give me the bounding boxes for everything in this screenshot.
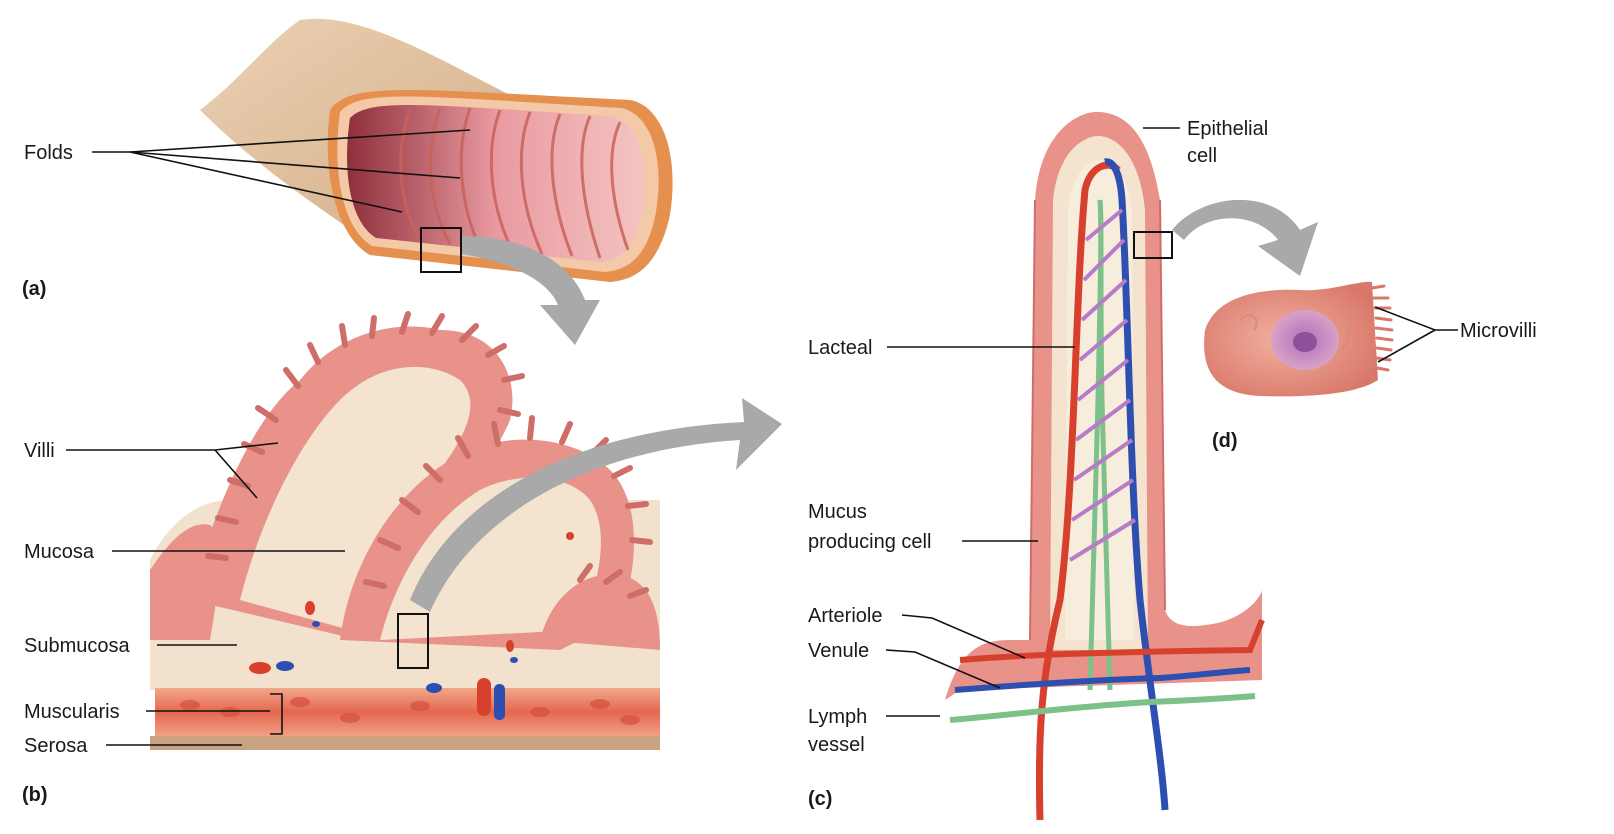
label-mucosa: Mucosa <box>24 541 95 563</box>
leader-lines <box>66 127 1458 746</box>
curved-arrow-icon <box>462 235 600 345</box>
panel-label-b: (b) <box>22 784 48 806</box>
diagram-labels: Folds (a) Villi Mucosa Submucosa Muscula… <box>22 118 1537 810</box>
label-muscularis: Muscularis <box>24 701 120 723</box>
label-lymph-line1: Lymph <box>808 706 867 728</box>
zoom-box-b <box>397 613 429 669</box>
label-arteriole: Arteriole <box>808 605 882 627</box>
curved-arrow-icon <box>410 398 782 612</box>
intestine-segment-illustration <box>200 18 673 282</box>
panel-label-c: (c) <box>808 788 832 810</box>
panel-label-a: (a) <box>22 278 46 300</box>
zoom-box-a <box>420 227 462 273</box>
label-epithelial-cell-line1: Epithelial <box>1187 118 1268 140</box>
label-epithelial-cell-line2: cell <box>1187 145 1217 167</box>
label-lacteal: Lacteal <box>808 337 873 359</box>
label-microvilli: Microvilli <box>1460 320 1537 342</box>
panel-label-d: (d) <box>1212 430 1238 452</box>
epithelial-cell-illustration <box>1204 281 1394 397</box>
curved-arrow-icon <box>1172 199 1318 276</box>
label-mucus-line2: producing cell <box>808 531 931 553</box>
label-submucosa: Submucosa <box>24 635 130 657</box>
label-lymph-line2: vessel <box>808 734 865 756</box>
label-serosa: Serosa <box>24 735 88 757</box>
label-villi: Villi <box>24 440 55 462</box>
label-folds: Folds <box>24 142 73 164</box>
label-venule: Venule <box>808 640 869 662</box>
label-mucus-line1: Mucus <box>808 501 867 523</box>
intestinal-wall-illustration <box>150 311 660 750</box>
villus-illustration <box>945 111 1265 821</box>
zoom-box-c <box>1133 231 1173 259</box>
